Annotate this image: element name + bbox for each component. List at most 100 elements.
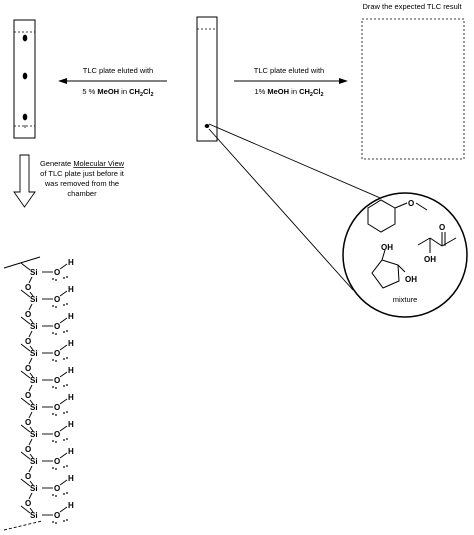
hydroxyl-oxygen: O: [54, 457, 60, 466]
lone-pair-dot: [63, 277, 65, 279]
tlc-spot-top: [22, 34, 28, 42]
lone-pair-dot: [63, 493, 65, 495]
lone-pair-dot: [66, 519, 68, 521]
si-o-bridge-bond: [28, 438, 33, 446]
lone-pair-dot: [52, 521, 54, 523]
lone-pair-dot: [52, 278, 54, 280]
tlc-spot-bottom: [22, 113, 28, 121]
silicon-atom: Si: [30, 295, 38, 304]
o-h-bond: [59, 344, 68, 351]
silicon-atom: Si: [30, 511, 38, 520]
lone-pair-dot: [55, 333, 57, 335]
tlc-spot-middle: [22, 72, 28, 80]
ketone-oxygen: O: [439, 223, 445, 232]
bridging-oxygen: O: [25, 418, 31, 427]
lone-pair-dot: [66, 465, 68, 467]
bridging-oxygen: O: [25, 445, 31, 454]
right-arrow-line2: 1% MeOH in CH2Cl2: [254, 87, 323, 98]
si-left-bond: [20, 343, 31, 352]
o-si-bridge-bond: [29, 345, 34, 351]
mixture-circle: [342, 192, 468, 318]
lone-pair-dot: [52, 386, 54, 388]
o-h-bond: [59, 425, 68, 432]
left-arrow: [58, 78, 167, 84]
lone-pair-dot: [52, 467, 54, 469]
si-o-bridge-bond: [28, 411, 33, 419]
bridging-oxygen: O: [25, 391, 31, 400]
si-left-bond: [20, 424, 31, 433]
o-si-bridge-bond: [29, 426, 34, 432]
si-left-bond: [20, 397, 31, 406]
hydroxybutanone: [417, 232, 457, 253]
si-o-bridge-bond: [28, 492, 33, 500]
hydroxyl-hydrogen: H: [68, 474, 74, 483]
silicon-atom: Si: [30, 430, 38, 439]
diol-oh-1: OH: [381, 243, 393, 252]
lone-pair-dot: [66, 330, 68, 332]
lone-pair-dot: [55, 306, 57, 308]
diol-oh-2: OH: [405, 275, 417, 284]
hydroxyl-oxygen: O: [54, 349, 60, 358]
generate-down-arrow: [13, 154, 36, 208]
si-o-bridge-bond: [28, 384, 33, 392]
hydroxyl-oxygen: O: [54, 268, 60, 277]
lone-pair-dot: [55, 360, 57, 362]
o-si-bridge-bond: [29, 372, 34, 378]
bridging-oxygen: O: [25, 310, 31, 319]
hydroxyl-hydrogen: H: [68, 258, 74, 267]
si-left-bond: [20, 505, 31, 514]
left-tlc-plate: [13, 19, 36, 139]
si-left-bond: [20, 478, 31, 487]
hydroxyl-hydrogen: H: [68, 339, 74, 348]
silicon-atom: Si: [30, 403, 38, 412]
result-box: [361, 18, 465, 160]
lone-pair-dot: [63, 520, 65, 522]
o-h-bond: [59, 479, 68, 486]
lone-pair-dot: [52, 332, 54, 334]
bridging-oxygen: O: [25, 337, 31, 346]
lone-pair-dot: [55, 279, 57, 281]
o-si-bridge-bond: [29, 318, 34, 324]
silicon-atom: Si: [30, 484, 38, 493]
left-arrow-line2: 5 % MeOH in CH2Cl2: [82, 87, 153, 98]
lone-pair-dot: [63, 439, 65, 441]
ketone-oh: OH: [424, 255, 436, 264]
hydroxyl-hydrogen: H: [68, 447, 74, 456]
middle-tlc-plate: [196, 16, 218, 142]
hydroxyl-hydrogen: H: [68, 501, 74, 510]
bridging-oxygen: O: [25, 499, 31, 508]
lone-pair-dot: [66, 303, 68, 305]
hydroxyl-oxygen: O: [54, 376, 60, 385]
ether-oxygen: O: [408, 199, 414, 208]
o-h-bond: [59, 398, 68, 405]
generate-text-line3: was removed from the: [44, 179, 119, 188]
o-si-bridge-bond: [29, 291, 34, 297]
methoxycyclohexane: [367, 199, 428, 233]
o-si-bridge-bond: [29, 399, 34, 405]
lone-pair-dot: [63, 412, 65, 414]
lone-pair-dot: [66, 492, 68, 494]
silicon-atom: Si: [30, 322, 38, 331]
hydroxyl-hydrogen: H: [68, 366, 74, 375]
hydroxyl-oxygen: O: [54, 322, 60, 331]
bridging-oxygen: O: [25, 472, 31, 481]
hydroxyl-oxygen: O: [54, 403, 60, 412]
lone-pair-dot: [52, 413, 54, 415]
silicon-atom: Si: [30, 457, 38, 466]
o-h-bond: [59, 290, 68, 297]
mixture-label: mixture: [393, 295, 418, 304]
lone-pair-dot: [55, 387, 57, 389]
left-arrow-line1: TLC plate eluted with: [83, 66, 153, 75]
si-left-bond: [20, 451, 31, 460]
si-o-bridge-bond: [28, 330, 33, 338]
right-arrow-line1: TLC plate eluted with: [254, 66, 324, 75]
o-si-bridge-bond: [29, 480, 34, 486]
lone-pair-dot: [52, 494, 54, 496]
hydroxyl-oxygen: O: [54, 430, 60, 439]
lone-pair-dot: [66, 384, 68, 386]
lone-pair-dot: [55, 441, 57, 443]
hydroxyl-oxygen: O: [54, 295, 60, 304]
si-left-bond: [20, 262, 31, 271]
lone-pair-dot: [55, 414, 57, 416]
